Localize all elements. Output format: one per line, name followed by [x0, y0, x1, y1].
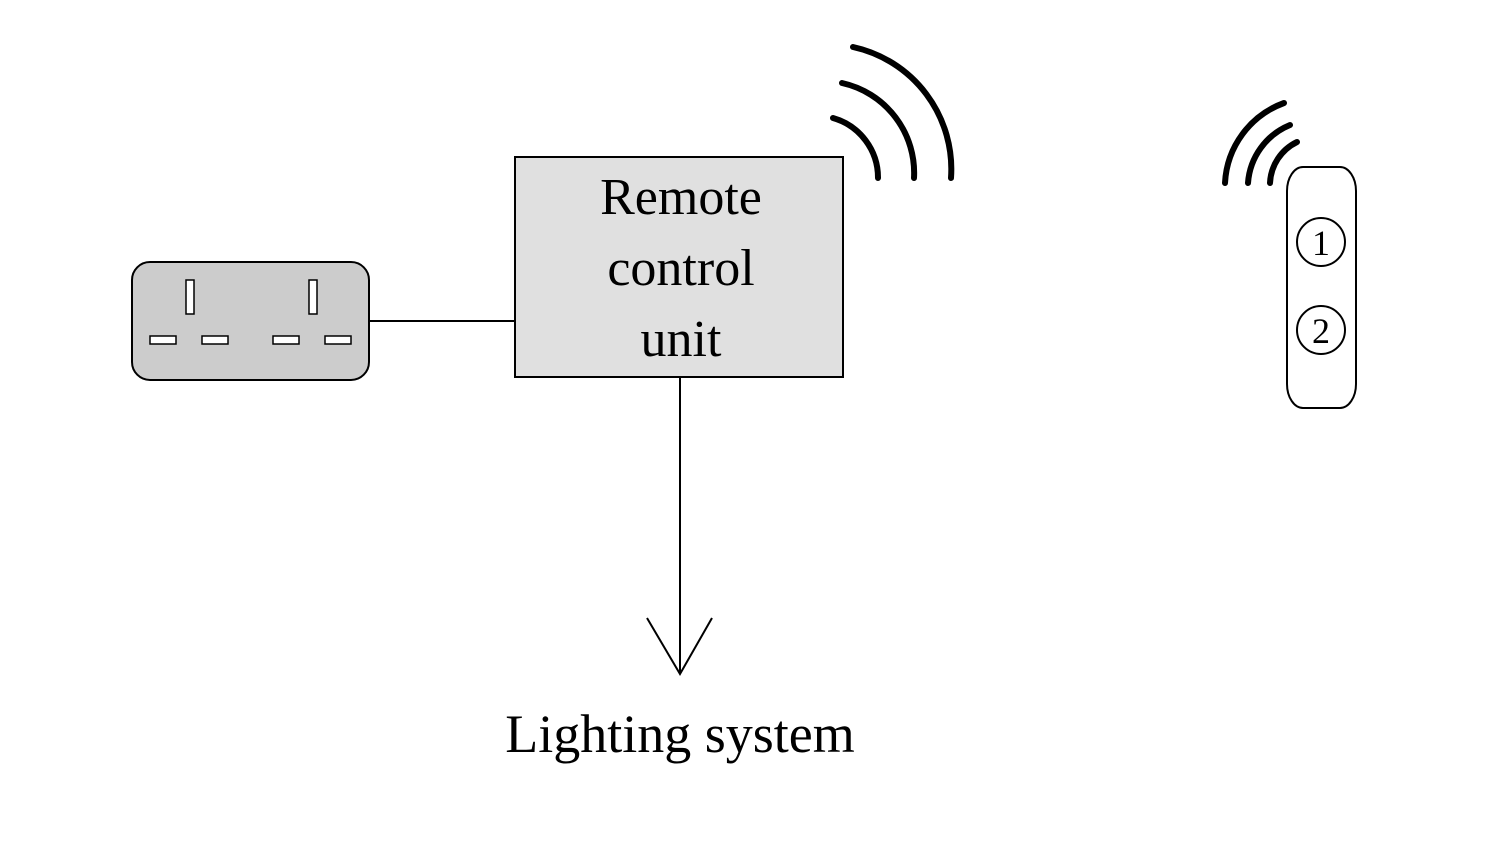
socket-slot-pin	[149, 335, 177, 345]
remote-handset: 1 2	[1286, 166, 1357, 409]
wireless-signal-icon	[830, 44, 955, 181]
signal-arc-outer	[1222, 100, 1287, 186]
remote-button-2[interactable]: 2	[1296, 305, 1346, 355]
arrow-down-icon	[646, 377, 713, 676]
button-circle	[1296, 305, 1346, 355]
remote-control-unit: Remote control unit	[514, 156, 844, 378]
power-socket-icon	[131, 261, 370, 381]
socket-body	[131, 261, 370, 381]
socket-slot-pin	[324, 335, 352, 345]
remote-body	[1286, 166, 1357, 409]
signal-arc-middle	[1245, 122, 1293, 186]
socket-slot-earth-left	[185, 279, 195, 315]
output-label: Lighting system	[505, 704, 855, 764]
arrow-head	[646, 617, 713, 676]
signal-arc-middle	[839, 80, 918, 181]
remote-signal-icon	[1222, 100, 1300, 186]
socket-slot-pin	[201, 335, 229, 345]
signal-arc-inner	[1267, 139, 1300, 186]
button-2-label: 2	[1312, 311, 1330, 351]
signal-arc-inner	[830, 115, 882, 181]
unit-label-line-2: control	[607, 240, 754, 297]
button-1-label: 1	[1312, 223, 1330, 263]
socket-slot-pin	[272, 335, 300, 345]
unit-label-line-1: Remote	[600, 169, 762, 226]
unit-label-line-3: unit	[641, 311, 722, 368]
signal-arc-outer	[850, 44, 955, 181]
remote-button-1[interactable]: 1	[1296, 217, 1346, 267]
socket-slot-earth-right	[308, 279, 318, 315]
button-circle	[1296, 217, 1346, 267]
